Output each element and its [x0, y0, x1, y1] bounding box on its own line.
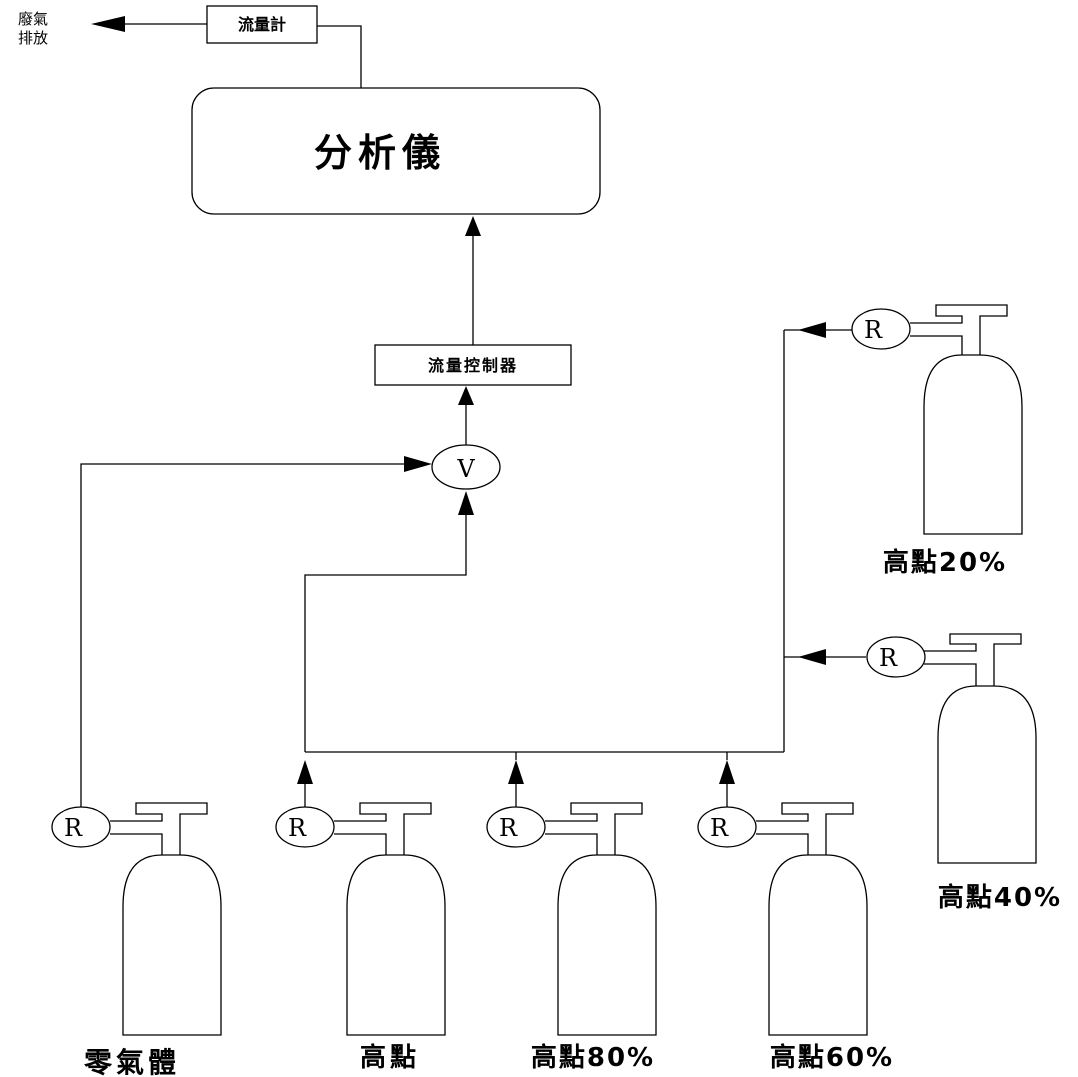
cylinder-high60: R — [697, 802, 868, 1036]
high40-feed-arrow-icon — [798, 649, 826, 665]
analyzer-box — [191, 87, 601, 215]
span-gas-arrow-icon — [458, 491, 474, 515]
cylinder-high20-valve-stem — [910, 335, 963, 355]
regulator-zero-label: R — [64, 814, 83, 842]
flow-controller-label: 流量控制器 — [428, 356, 518, 375]
flow-controller-box — [374, 344, 572, 386]
span-gas-line — [304, 515, 467, 752]
cylinder-high40: R — [866, 633, 1037, 864]
exhaust-arrow-icon — [91, 16, 125, 32]
cylinder-high80-valve-stem — [545, 833, 598, 855]
cylinder-high20-valve-head — [910, 304, 1008, 355]
cylinder-high40-label: 高點40% — [938, 882, 1062, 913]
analyzer-label: 分析儀 — [314, 131, 446, 175]
cylinder-high40-valve-head — [924, 633, 1022, 686]
cylinder-high60-valve-head — [756, 802, 854, 855]
valve-v-label: V — [456, 455, 475, 483]
cylinder-high-valve-head — [334, 802, 432, 855]
exhaust-label-line2: 排放 — [18, 29, 48, 47]
regulator-high40 — [866, 636, 926, 678]
zero-gas-line — [80, 463, 404, 812]
high80-up-arrow-icon — [508, 760, 524, 784]
cylinder-high80-body — [557, 854, 657, 1036]
controller-inlet-arrow-icon — [458, 386, 474, 405]
cylinder-high80-label: 高點80% — [531, 1042, 655, 1073]
cylinder-high80: R — [486, 802, 657, 1036]
zero-gas-arrow-icon — [404, 456, 432, 472]
cylinder-high40-body — [937, 685, 1037, 864]
cylinder-zero: R — [51, 802, 222, 1036]
high-up-arrow-icon — [297, 760, 313, 784]
cylinder-high60-label: 高點60% — [770, 1042, 894, 1073]
high20-feed-arrow-icon — [798, 322, 826, 338]
cylinder-high20-body — [923, 354, 1023, 535]
regulator-high-label: R — [288, 814, 307, 842]
cylinder-zero-body — [122, 854, 222, 1036]
regulator-high20-label: R — [864, 316, 883, 344]
regulator-high80 — [486, 806, 546, 848]
regulator-zero — [51, 806, 111, 848]
cylinder-high60-valve-stem — [756, 833, 809, 855]
exhaust-label-line1: 廢氣 — [18, 10, 48, 28]
cylinder-high20: R — [851, 304, 1023, 535]
cylinder-zero-label: 零氣體 — [84, 1046, 180, 1077]
cylinder-high40-valve-stem — [924, 663, 977, 686]
regulator-high40-label: R — [879, 644, 898, 672]
flow-meter-box — [206, 5, 318, 44]
high60-up-arrow-icon — [719, 760, 735, 784]
cylinder-high-body — [346, 854, 446, 1036]
cylinder-high: R — [275, 802, 446, 1036]
regulator-high — [275, 806, 335, 848]
regulator-high20 — [851, 308, 911, 350]
exhaust-label: 廢氣 排放 — [18, 10, 48, 47]
regulator-high60 — [697, 806, 757, 848]
cylinder-high60-body — [768, 854, 868, 1036]
analyzer-inlet-arrow-icon — [465, 216, 481, 236]
analyzer-to-flow-meter-line — [317, 25, 362, 88]
regulator-high60-label: R — [710, 814, 729, 842]
valve-v — [431, 444, 501, 490]
cylinder-high-label: 高點 — [360, 1042, 420, 1073]
cylinder-zero-valve-stem — [110, 833, 163, 855]
regulator-high80-label: R — [499, 814, 518, 842]
flow-meter-label: 流量計 — [238, 15, 286, 34]
cylinder-high80-valve-head — [545, 802, 643, 855]
cylinder-zero-valve-head — [110, 802, 208, 855]
cylinder-high-valve-stem — [334, 833, 387, 855]
cylinder-high20-label: 高點20% — [883, 547, 1007, 578]
